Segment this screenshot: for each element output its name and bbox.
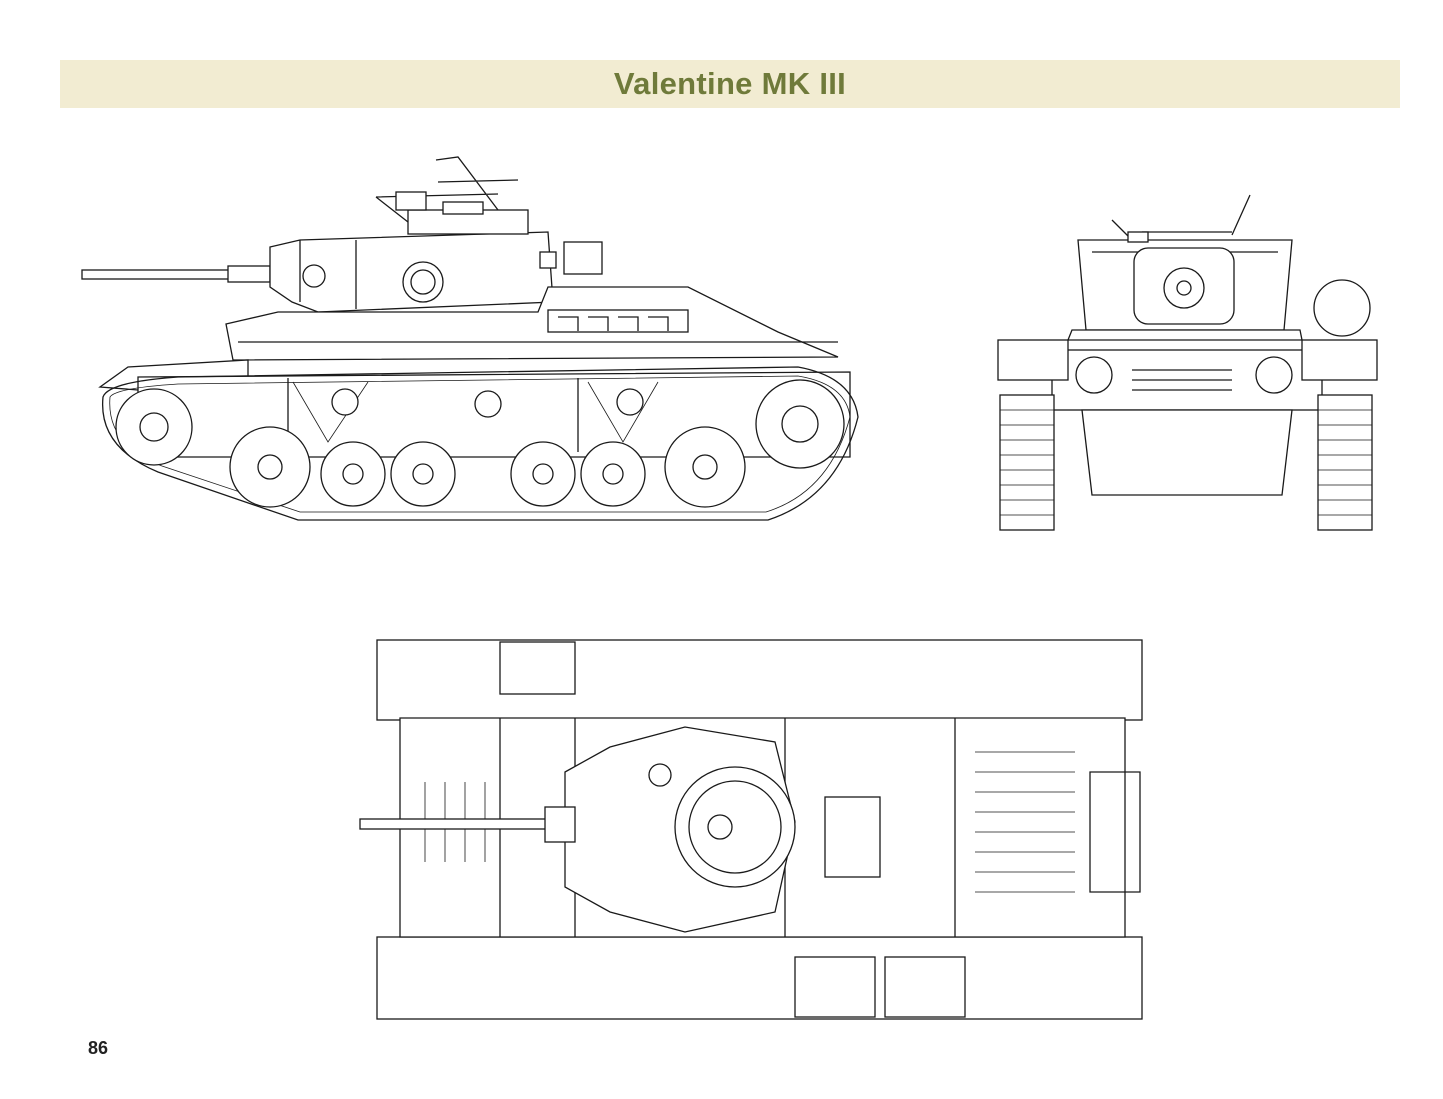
top-view-drawing <box>359 639 1143 1020</box>
page-title: Valentine MK III <box>613 66 847 101</box>
front-view-drawing <box>997 194 1378 531</box>
title-band: Valentine MK III <box>60 60 1400 108</box>
page-number: 86 <box>88 1038 109 1058</box>
side-view-drawing <box>81 156 859 521</box>
